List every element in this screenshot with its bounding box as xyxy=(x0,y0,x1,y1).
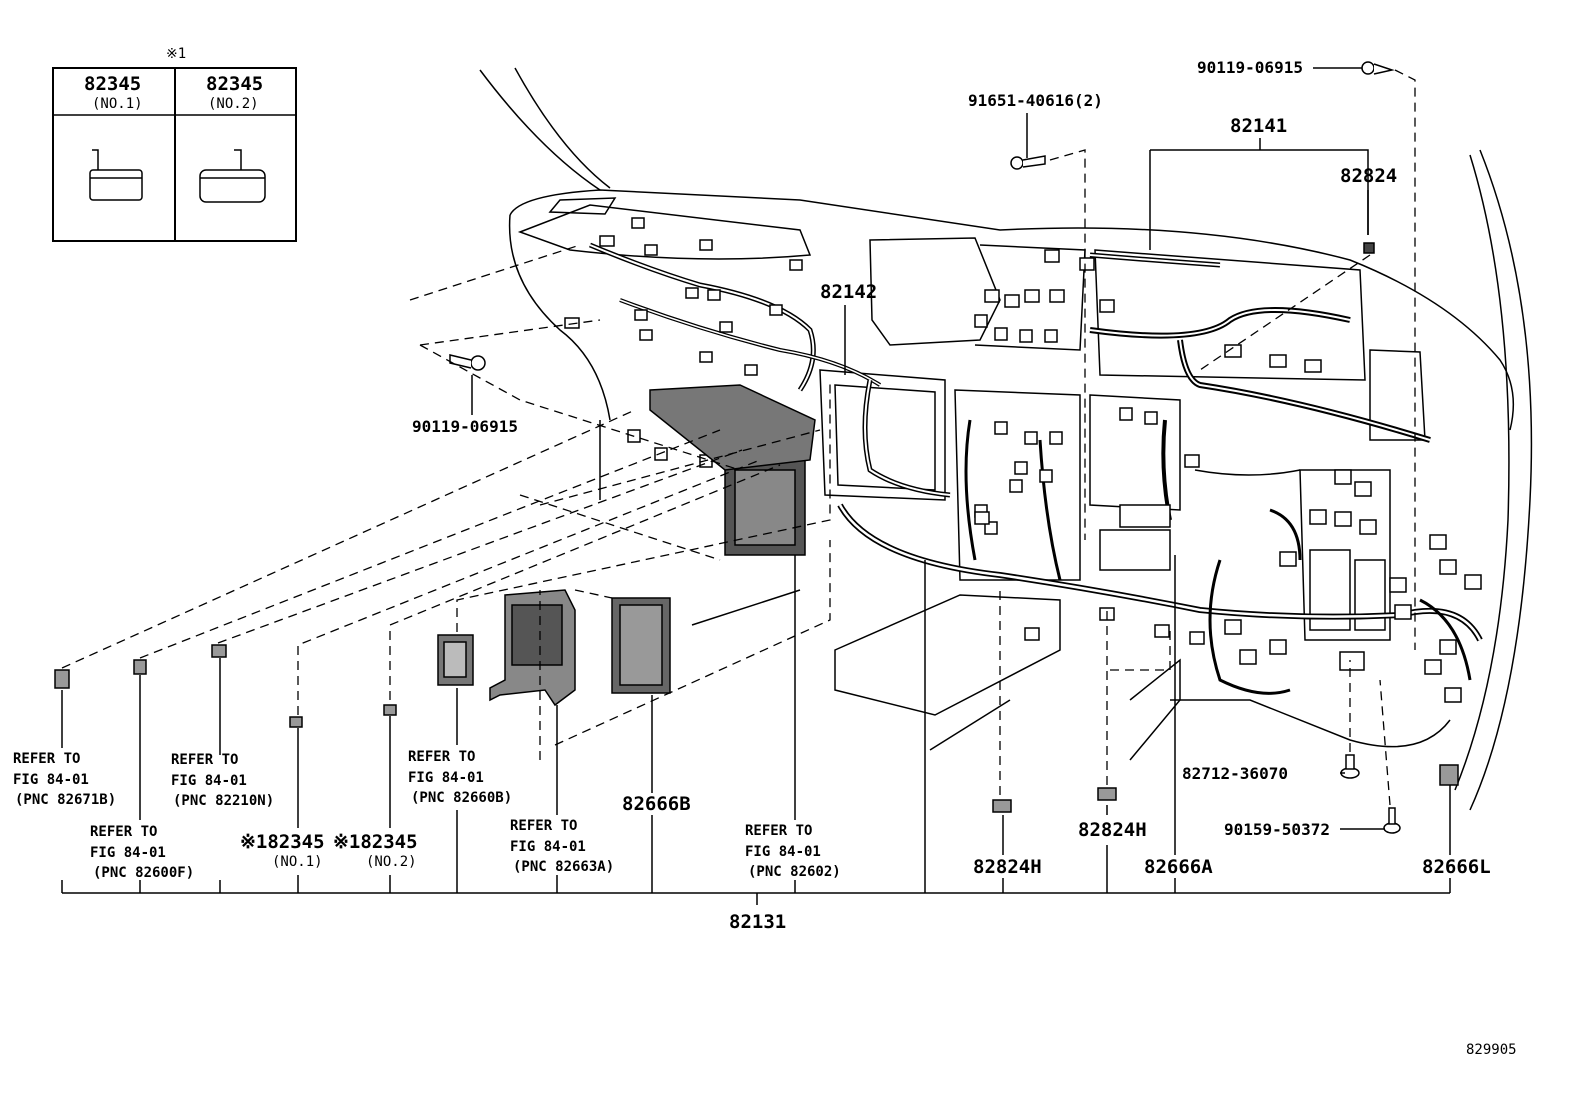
refer-note-line3: (PNC 82671B) xyxy=(15,792,116,808)
label-82666B: 82666B xyxy=(622,793,691,815)
screw-90159 xyxy=(1383,807,1401,834)
clip-no2-illustration xyxy=(199,149,266,203)
refer-note-82671B: REFER TO FIG 84-01 (PNC 82671B) xyxy=(13,751,116,808)
bolt-91651 xyxy=(1010,155,1046,170)
refer-note-line3: (PNC 82600F) xyxy=(93,865,194,881)
legend-col1-pn: 82345 xyxy=(84,73,141,95)
label-91651-40616: 91651-40616(2) xyxy=(968,91,1103,110)
nut-82712 xyxy=(1340,754,1360,779)
legend-col1-sub: (NO.1) xyxy=(92,96,143,112)
refer-notes: REFER TO FIG 84-01 (PNC 82671B) REFER TO… xyxy=(13,749,841,881)
label-90159-50372: 90159-50372 xyxy=(1224,820,1330,839)
junction-block xyxy=(649,384,816,556)
screw-90119-top xyxy=(1361,61,1395,75)
legend-col2-pn: 82345 xyxy=(206,73,263,95)
label-82345-no2: ※182345 xyxy=(333,831,418,853)
label-82666A: 82666A xyxy=(1144,856,1213,878)
refer-note-line1: REFER TO xyxy=(90,824,157,840)
refer-note-line1: REFER TO xyxy=(171,752,238,768)
label-82141: 82141 xyxy=(1230,115,1287,137)
label-82345-no2-sub: (NO.2) xyxy=(366,854,417,870)
clip-no1-illustration xyxy=(89,149,143,201)
refer-note-82602: REFER TO FIG 84-01 (PNC 82602) xyxy=(745,823,841,880)
label-82142: 82142 xyxy=(820,281,877,303)
refer-note-line3: (PNC 82602) xyxy=(748,864,841,880)
refer-note-line2: FIG 84-01 xyxy=(408,770,484,786)
refer-note-line2: FIG 84-01 xyxy=(13,772,89,788)
refer-note-line1: REFER TO xyxy=(510,818,577,834)
refer-note-line1: REFER TO xyxy=(13,751,80,767)
legend-table: ※1 82345 (NO.1) 82345 (NO.2) xyxy=(52,46,297,242)
clip-82824 xyxy=(1363,242,1375,254)
relay-82666B-illustration xyxy=(611,597,671,694)
wire-harness xyxy=(589,242,1483,695)
label-82824H-1: 82824H xyxy=(973,856,1042,878)
refer-note-82660B: REFER TO FIG 84-01 (PNC 82660B) xyxy=(408,749,512,806)
legend-note-mark: ※1 xyxy=(166,46,186,62)
screw-90119-left xyxy=(449,354,486,371)
figure-number: 829905 xyxy=(1466,1042,1517,1058)
label-82345-no1-sub: (NO.1) xyxy=(272,854,323,870)
refer-note-82600F: REFER TO FIG 84-01 (PNC 82600F) xyxy=(90,824,194,881)
refer-note-82663A: REFER TO FIG 84-01 (PNC 82663A) xyxy=(510,818,614,875)
refer-note-line1: REFER TO xyxy=(408,749,475,765)
label-82131: 82131 xyxy=(729,911,786,933)
connectors xyxy=(564,217,1482,703)
refer-note-line2: FIG 84-01 xyxy=(90,845,166,861)
refer-note-line3: (PNC 82210N) xyxy=(173,793,274,809)
refer-note-line2: FIG 84-01 xyxy=(510,839,586,855)
solid-leaders xyxy=(61,67,1451,905)
label-90119-06915-top: 90119-06915 xyxy=(1197,58,1303,77)
label-82666L: 82666L xyxy=(1422,856,1491,878)
refer-note-line2: FIG 84-01 xyxy=(171,773,247,789)
refer-note-line2: FIG 84-01 xyxy=(745,844,821,860)
bracket-82663A-illustration xyxy=(489,589,576,707)
label-90119-06915-left: 90119-06915 xyxy=(412,417,518,436)
label-82824H-2: 82824H xyxy=(1078,819,1147,841)
refer-note-line3: (PNC 82660B) xyxy=(411,790,512,806)
part-labels: 90119-06915 91651-40616(2) 82141 82824 8… xyxy=(240,58,1517,1058)
label-82345-no1: ※182345 xyxy=(240,831,325,853)
small-clips xyxy=(54,644,1459,813)
refer-note-82210N: REFER TO FIG 84-01 (PNC 82210N) xyxy=(171,752,274,809)
refer-note-line1: REFER TO xyxy=(745,823,812,839)
dashed-leaders xyxy=(61,69,1416,806)
connector-82660B-illustration xyxy=(437,634,474,686)
legend-col2-sub: (NO.2) xyxy=(208,96,259,112)
label-82712-36070: 82712-36070 xyxy=(1182,764,1288,783)
refer-note-line3: (PNC 82663A) xyxy=(513,859,614,875)
label-82824: 82824 xyxy=(1340,165,1397,187)
